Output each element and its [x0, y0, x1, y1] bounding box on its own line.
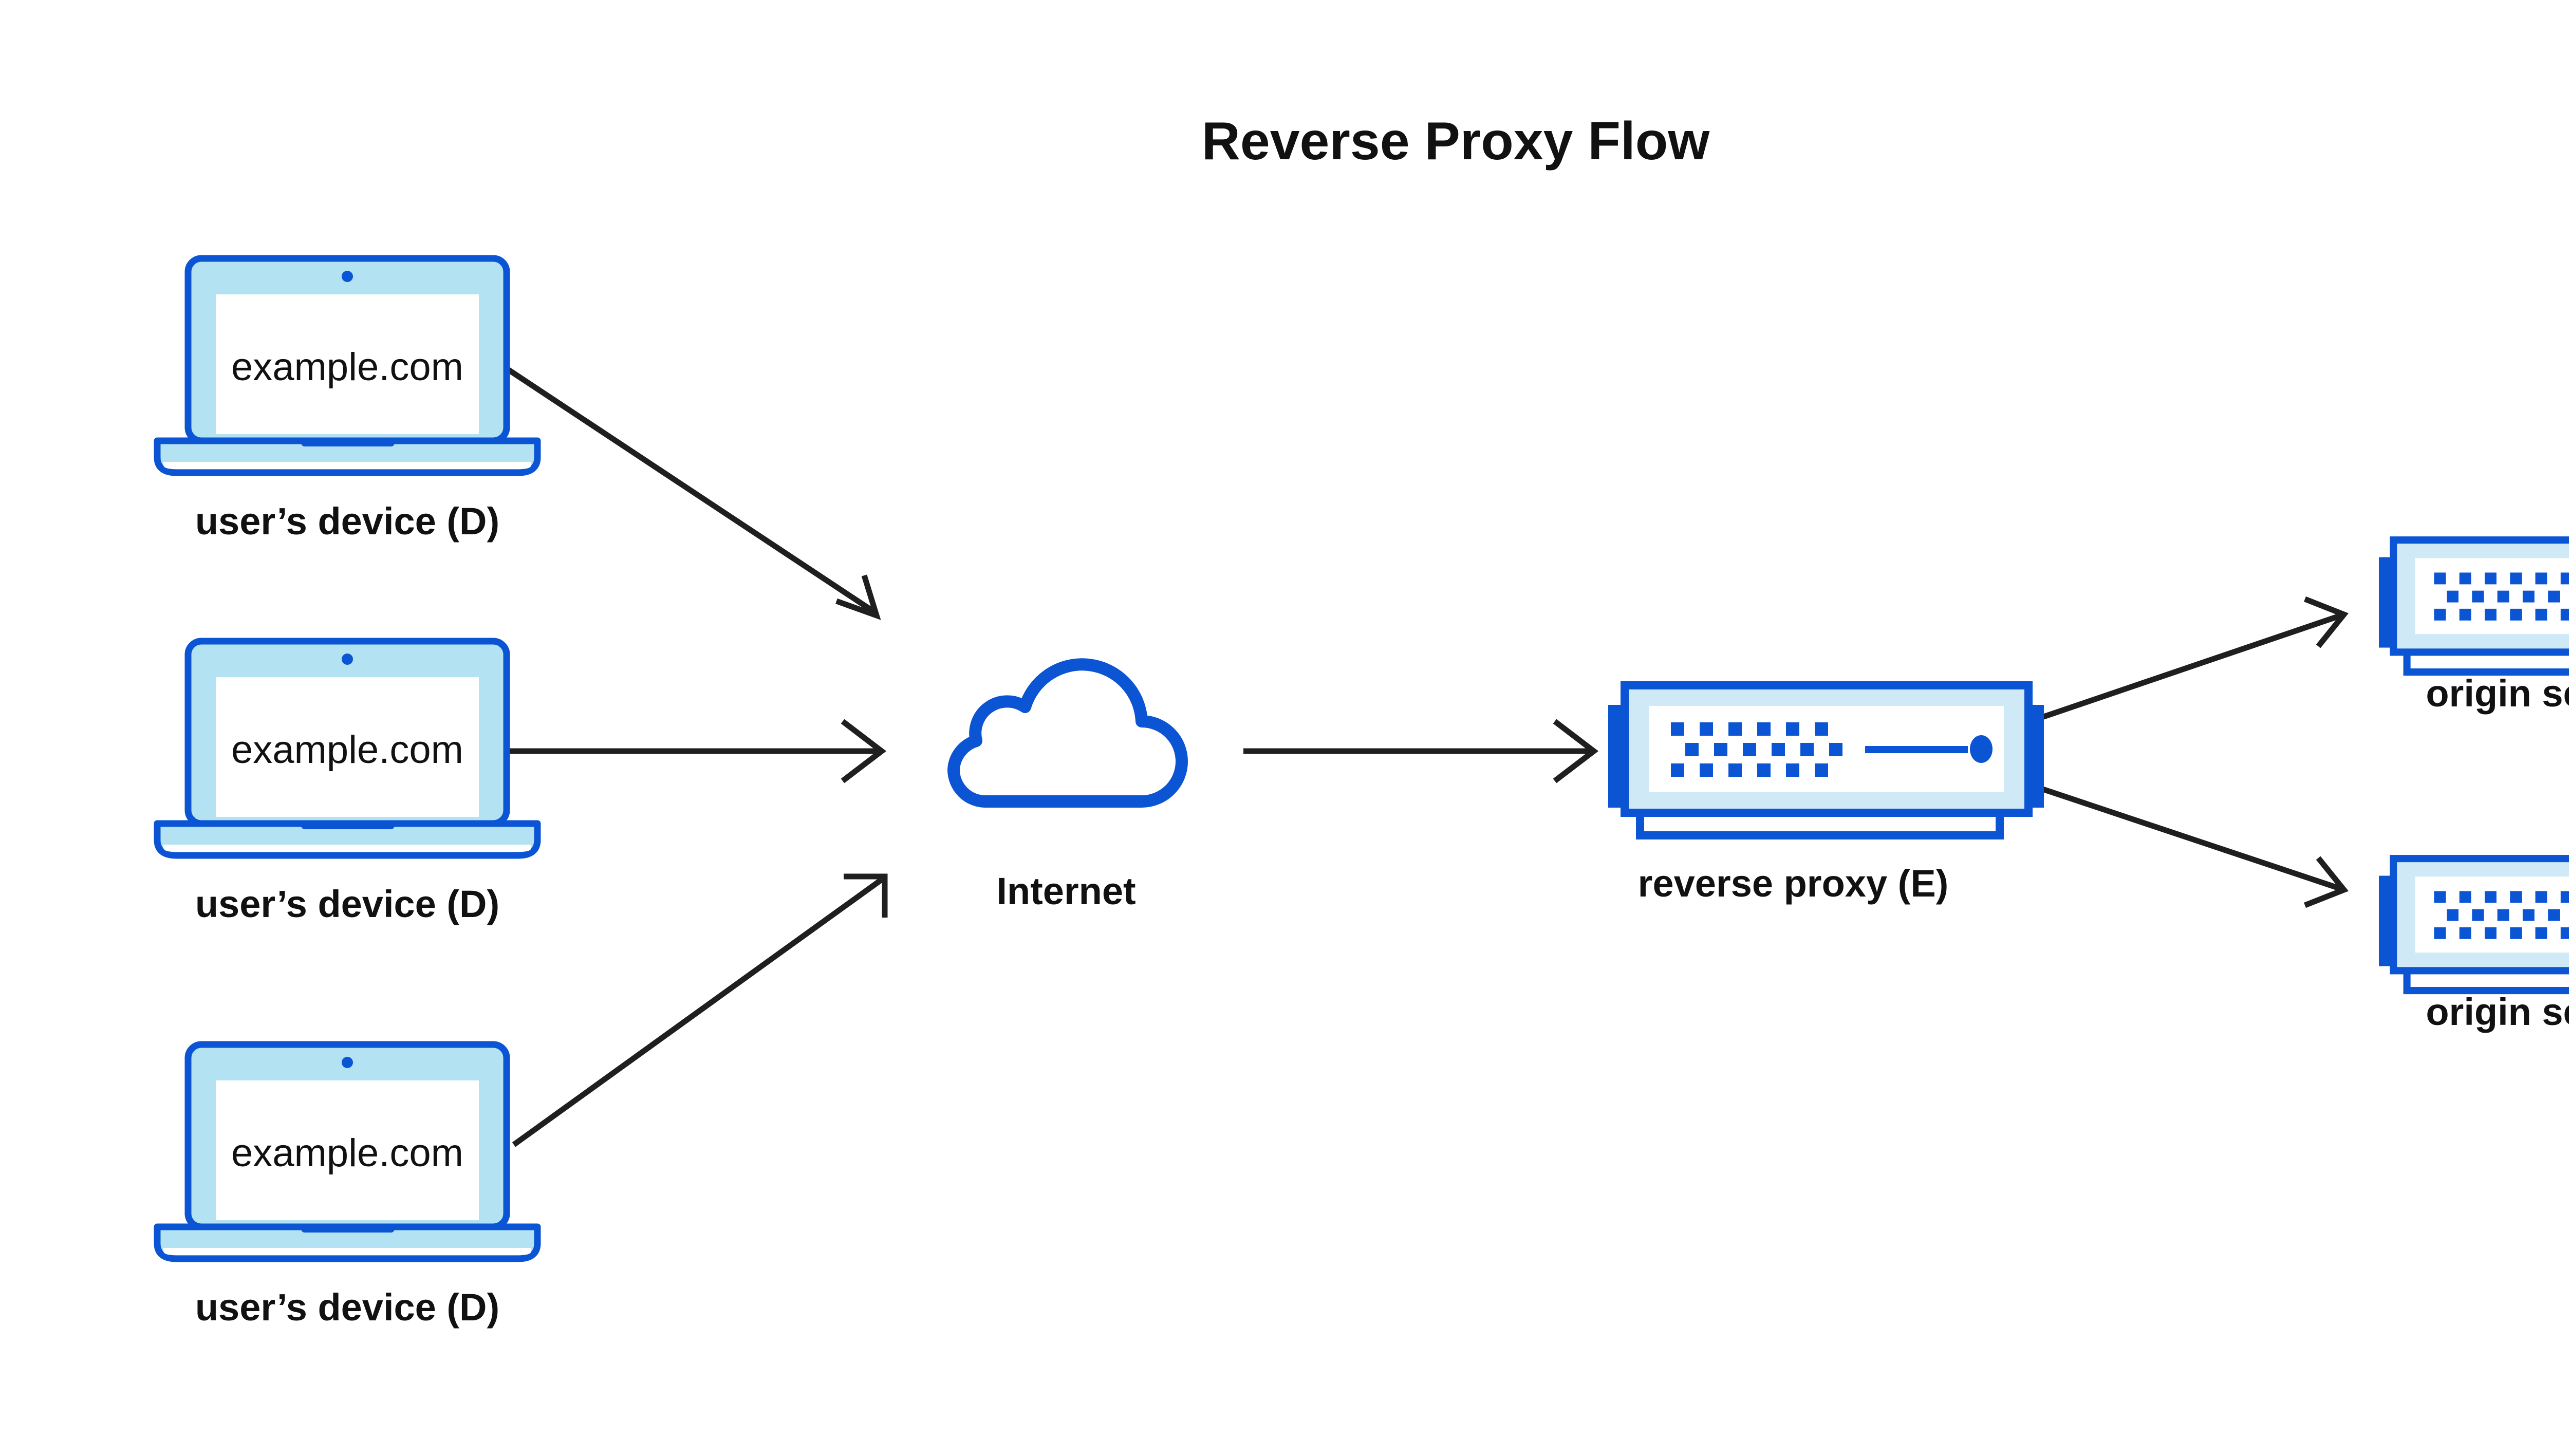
- connectors-layer: [507, 367, 2349, 1147]
- reverse-proxy-node[interactable]: reverse proxy (E): [1608, 685, 2044, 905]
- reverse-proxy-label: reverse proxy (E): [1638, 862, 1949, 905]
- conn-internet-proxy: [1243, 719, 1599, 783]
- client-bottom-node[interactable]: example.com user’s device (D): [157, 1044, 537, 1329]
- server-icon: [2379, 858, 2569, 991]
- internet-node[interactable]: Internet: [954, 664, 1182, 912]
- client-top-label: user’s device (D): [195, 500, 499, 543]
- conn-proxy-origin-bottom: [2008, 775, 2349, 908]
- client-bottom-label: user’s device (D): [195, 1286, 499, 1329]
- origin-top-label: origin server (F): [2426, 672, 2569, 715]
- cloud-icon: [954, 664, 1182, 801]
- conn-client-bottom-internet: [512, 873, 888, 1147]
- origin-bottom-label: origin server (F): [2426, 991, 2569, 1033]
- internet-label: Internet: [996, 870, 1135, 912]
- origin-top-node[interactable]: origin server (F): [2379, 540, 2569, 715]
- page-title: Reverse Proxy Flow: [1202, 111, 1710, 171]
- conn-proxy-origin-top: [2008, 596, 2349, 732]
- server-icon: [2379, 540, 2569, 672]
- conn-client-top-internet: [507, 367, 881, 620]
- laptop-screen-text: example.com: [231, 345, 463, 389]
- client-top-node[interactable]: example.com user’s device (D): [157, 258, 537, 543]
- origin-bottom-node[interactable]: origin server (F): [2379, 858, 2569, 1033]
- client-middle-label: user’s device (D): [195, 883, 499, 925]
- laptop-screen-text: example.com: [231, 728, 463, 772]
- laptop-screen-text: example.com: [231, 1131, 463, 1175]
- server-icon: [1608, 685, 2044, 835]
- conn-client-middle-internet: [509, 719, 887, 783]
- client-middle-node[interactable]: example.com user’s device (D): [157, 641, 537, 925]
